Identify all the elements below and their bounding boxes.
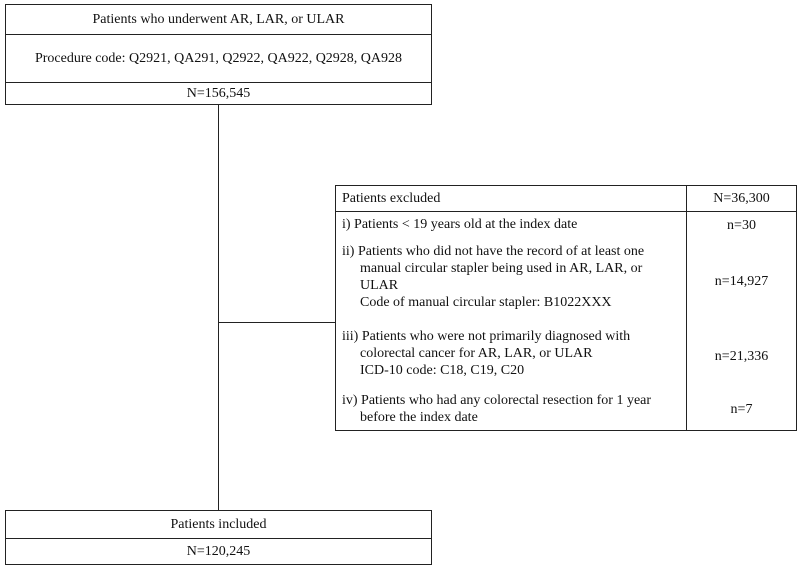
divider: [6, 538, 431, 539]
criterion-iv-count: n=7: [730, 401, 753, 417]
criterion-i-line-1: i) Patients < 19 years old at the index …: [342, 217, 578, 232]
column-divider: [686, 186, 687, 430]
excluded-box: Patients excluded N=36,300 i) Patients <…: [335, 185, 797, 431]
criterion-ii-line-1: ii) Patients who did not have the record…: [342, 244, 645, 259]
criterion-ii-line-2: manual circular stapler being used in AR…: [360, 261, 643, 276]
initial-cohort-count: N=156,545: [186, 85, 251, 101]
criterion-ii-line-3: ULAR: [360, 278, 399, 293]
divider: [6, 34, 431, 35]
procedure-codes: Procedure code: Q2921, QA291, Q2922, QA9…: [34, 51, 403, 66]
excluded-title: Patients excluded: [342, 191, 441, 206]
criterion-i-count: n=30: [727, 217, 756, 233]
criterion-iii: iii) Patients who were not primarily dia…: [342, 328, 682, 379]
criterion-iv: iv) Patients who had any colorectal rese…: [342, 392, 682, 426]
criterion-iii-line-2: colorectal cancer for AR, LAR, or ULAR: [360, 346, 593, 361]
criterion-ii-count: n=14,927: [714, 273, 769, 289]
included-box: Patients included N=120,245: [5, 510, 432, 565]
vertical-connector: [218, 105, 220, 510]
divider: [336, 211, 796, 212]
criterion-ii: ii) Patients who did not have the record…: [342, 243, 682, 311]
initial-cohort-box: Patients who underwent AR, LAR, or ULAR …: [5, 4, 432, 105]
criterion-iv-line-2: before the index date: [360, 410, 478, 425]
included-count: N=120,245: [186, 543, 251, 559]
criterion-iv-line-1: iv) Patients who had any colorectal rese…: [342, 393, 652, 408]
included-title: Patients included: [170, 516, 267, 532]
criterion-iii-count: n=21,336: [714, 348, 769, 364]
criterion-iii-line-1: iii) Patients who were not primarily dia…: [342, 329, 631, 344]
criterion-i: i) Patients < 19 years old at the index …: [342, 216, 682, 233]
exclusion-connector: [218, 322, 336, 324]
divider: [6, 82, 431, 83]
criterion-iii-line-3: ICD-10 code: C18, C19, C20: [360, 363, 525, 378]
initial-cohort-title: Patients who underwent AR, LAR, or ULAR: [92, 12, 345, 27]
criterion-ii-line-4: Code of manual circular stapler: B1022XX…: [360, 295, 612, 310]
excluded-count: N=36,300: [713, 191, 770, 206]
